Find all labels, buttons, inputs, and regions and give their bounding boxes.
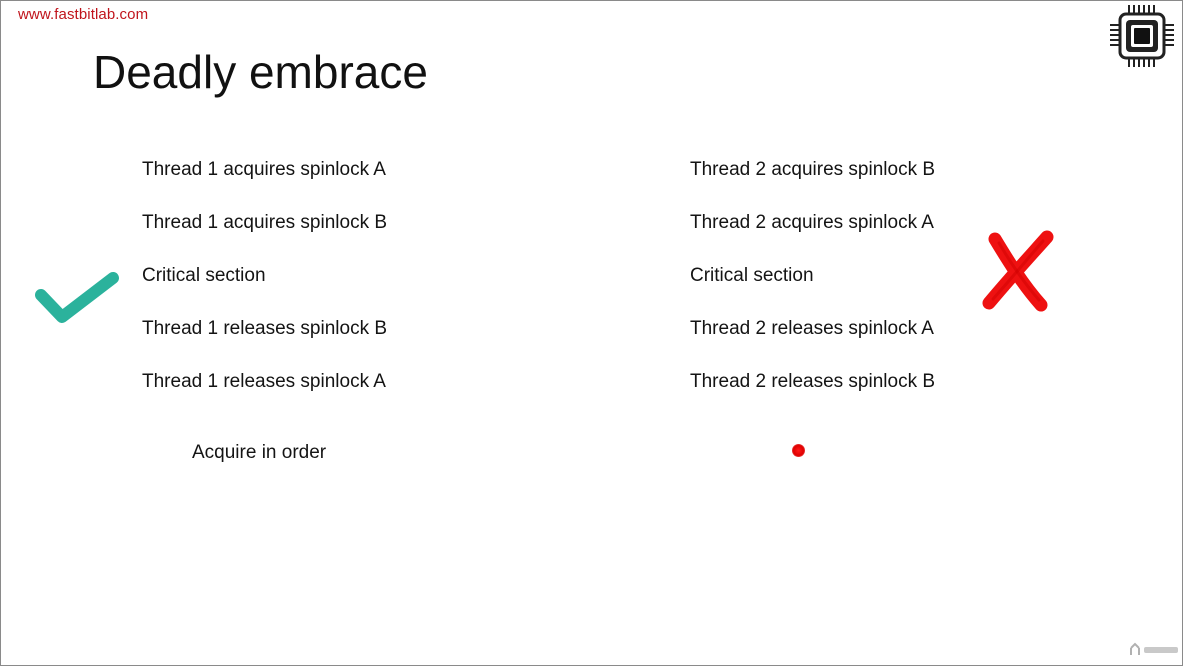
chip-logo-icon — [1110, 5, 1174, 67]
thread-1-step: Thread 1 acquires spinlock B — [142, 212, 388, 233]
thread-2-step: Thread 2 acquires spinlock A — [690, 212, 934, 233]
thread-2-step: Thread 2 releases spinlock A — [690, 318, 934, 339]
checkmark-icon — [35, 272, 119, 323]
thread-1-step: Thread 1 acquires spinlock A — [142, 159, 386, 180]
cross-icon — [982, 230, 1054, 312]
thread-2-step: Thread 2 releases spinlock B — [690, 371, 936, 392]
thread-1-steps: Thread 1 acquires spinlock A Thread 1 ac… — [142, 156, 387, 421]
thread-2-steps: Thread 2 acquires spinlock B Thread 2 ac… — [690, 156, 935, 421]
thread-2-step: Critical section — [690, 265, 814, 286]
page-title: Deadly embrace — [93, 46, 428, 98]
acquire-in-order-note: Acquire in order — [192, 442, 327, 463]
thread-2-step: Thread 2 acquires spinlock B — [690, 159, 936, 180]
thread-1-step: Thread 1 releases spinlock A — [142, 371, 386, 392]
thread-1-step: Thread 1 releases spinlock B — [142, 318, 388, 339]
site-link[interactable]: www.fastbitlab.com — [18, 6, 149, 23]
laser-pointer-dot — [792, 444, 805, 457]
udemy-logo-icon — [1130, 642, 1178, 655]
thread-1-step: Critical section — [142, 265, 266, 286]
